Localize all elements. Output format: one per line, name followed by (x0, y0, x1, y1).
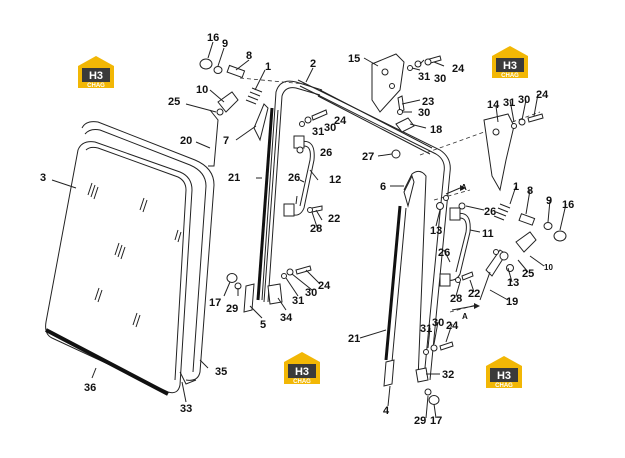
label-9-b: 9 (546, 195, 552, 207)
label-5: 5 (260, 319, 266, 331)
label-27: 27 (362, 151, 374, 163)
label-10-b: 10 (544, 263, 553, 272)
brand-logo-4: H3 CHAG (486, 356, 522, 389)
label-17-b: 17 (430, 415, 442, 427)
label-30-d: 30 (324, 122, 336, 134)
label-16: 16 (207, 32, 219, 44)
label-22-b: 22 (468, 288, 480, 300)
brand-logo-2: H3 CHAG (492, 46, 528, 79)
label-16-b: 16 (562, 199, 574, 211)
part-labels: 16 9 8 1 10 25 20 7 2 3 21 26 12 22 28 1… (40, 32, 574, 427)
label-26-b: 26 (484, 206, 496, 218)
label-30-b: 30 (434, 73, 446, 85)
logo-mark-3: H3 (295, 366, 309, 378)
label-24-c: 24 (334, 115, 347, 127)
label-13-b: 13 (507, 277, 519, 289)
label-10: 10 (196, 84, 208, 96)
label-24: 24 (318, 280, 331, 292)
label-17: 17 (209, 297, 221, 309)
label-28-b: 28 (450, 293, 462, 305)
label-21-b: 21 (348, 333, 360, 345)
label-30-c: 30 (418, 107, 430, 119)
label-8: 8 (246, 50, 252, 62)
label-11: 11 (482, 228, 494, 240)
label-21: 21 (228, 172, 240, 184)
label-1-b: 1 (513, 181, 519, 193)
label-26-a2: 26 (320, 147, 332, 159)
label-20: 20 (180, 135, 192, 147)
brand-logo-3: H3 CHAG (284, 352, 320, 385)
label-4: 4 (383, 405, 390, 417)
logo-sub-2: CHAG (501, 73, 519, 79)
logo-sub-3: CHAG (293, 379, 311, 385)
label-25: 25 (168, 96, 180, 108)
logo-mark-4: H3 (497, 370, 511, 382)
label-30-e: 30 (518, 94, 530, 106)
label-A-1: A (461, 183, 467, 192)
brand-logo-1: H3 CHAG (78, 56, 114, 89)
label-23: 23 (422, 96, 434, 108)
label-33: 33 (180, 403, 192, 415)
bracket-15 (371, 53, 405, 113)
label-7: 7 (223, 135, 229, 147)
label-36: 36 (84, 382, 96, 394)
latch-left (199, 58, 263, 167)
direction-arrows (445, 185, 480, 311)
logo-sub-1: CHAG (87, 83, 105, 89)
label-29: 29 (226, 303, 238, 315)
label-2: 2 (310, 58, 316, 70)
label-8-b: 8 (527, 185, 533, 197)
label-6: 6 (380, 181, 386, 193)
label-26-c: 26 (438, 247, 450, 259)
bracket-14 (483, 113, 515, 192)
label-24-d: 24 (536, 89, 549, 101)
logo-mark-1: H3 (89, 70, 103, 82)
label-19: 19 (506, 296, 518, 308)
latch-right (493, 203, 567, 261)
label-28: 28 (310, 223, 322, 235)
label-26: 26 (288, 172, 300, 184)
label-35: 35 (215, 366, 227, 378)
label-31-b: 31 (418, 71, 430, 83)
label-12: 12 (329, 174, 341, 186)
label-3: 3 (40, 172, 46, 184)
weather-strip (81, 121, 215, 385)
label-32: 32 (442, 369, 454, 381)
leader-lines (51, 41, 567, 419)
label-13: 13 (430, 225, 442, 237)
label-31-e: 31 (420, 323, 432, 335)
label-18: 18 (430, 124, 442, 136)
logo-mark-2: H3 (503, 60, 517, 72)
label-24-b: 24 (452, 63, 465, 75)
label-30: 30 (305, 287, 317, 299)
label-34: 34 (280, 312, 293, 324)
label-15: 15 (348, 53, 360, 65)
label-30-f: 30 (432, 317, 444, 329)
label-A-2: A (462, 312, 468, 321)
label-29-b: 29 (414, 415, 426, 427)
door-frame-left (243, 79, 451, 381)
label-14: 14 (487, 99, 500, 111)
label-31: 31 (292, 295, 304, 307)
hardware (226, 55, 544, 405)
label-24-e: 24 (446, 320, 459, 332)
rubber-seal (45, 328, 169, 396)
label-1: 1 (265, 61, 271, 73)
glass-pane (45, 141, 193, 394)
label-22: 22 (328, 213, 340, 225)
label-9: 9 (222, 38, 228, 50)
label-31-c: 31 (312, 126, 324, 138)
label-25-b: 25 (522, 268, 534, 280)
label-31-d: 31 (503, 97, 515, 109)
door-frame-right (383, 170, 507, 387)
logo-sub-4: CHAG (495, 383, 513, 389)
